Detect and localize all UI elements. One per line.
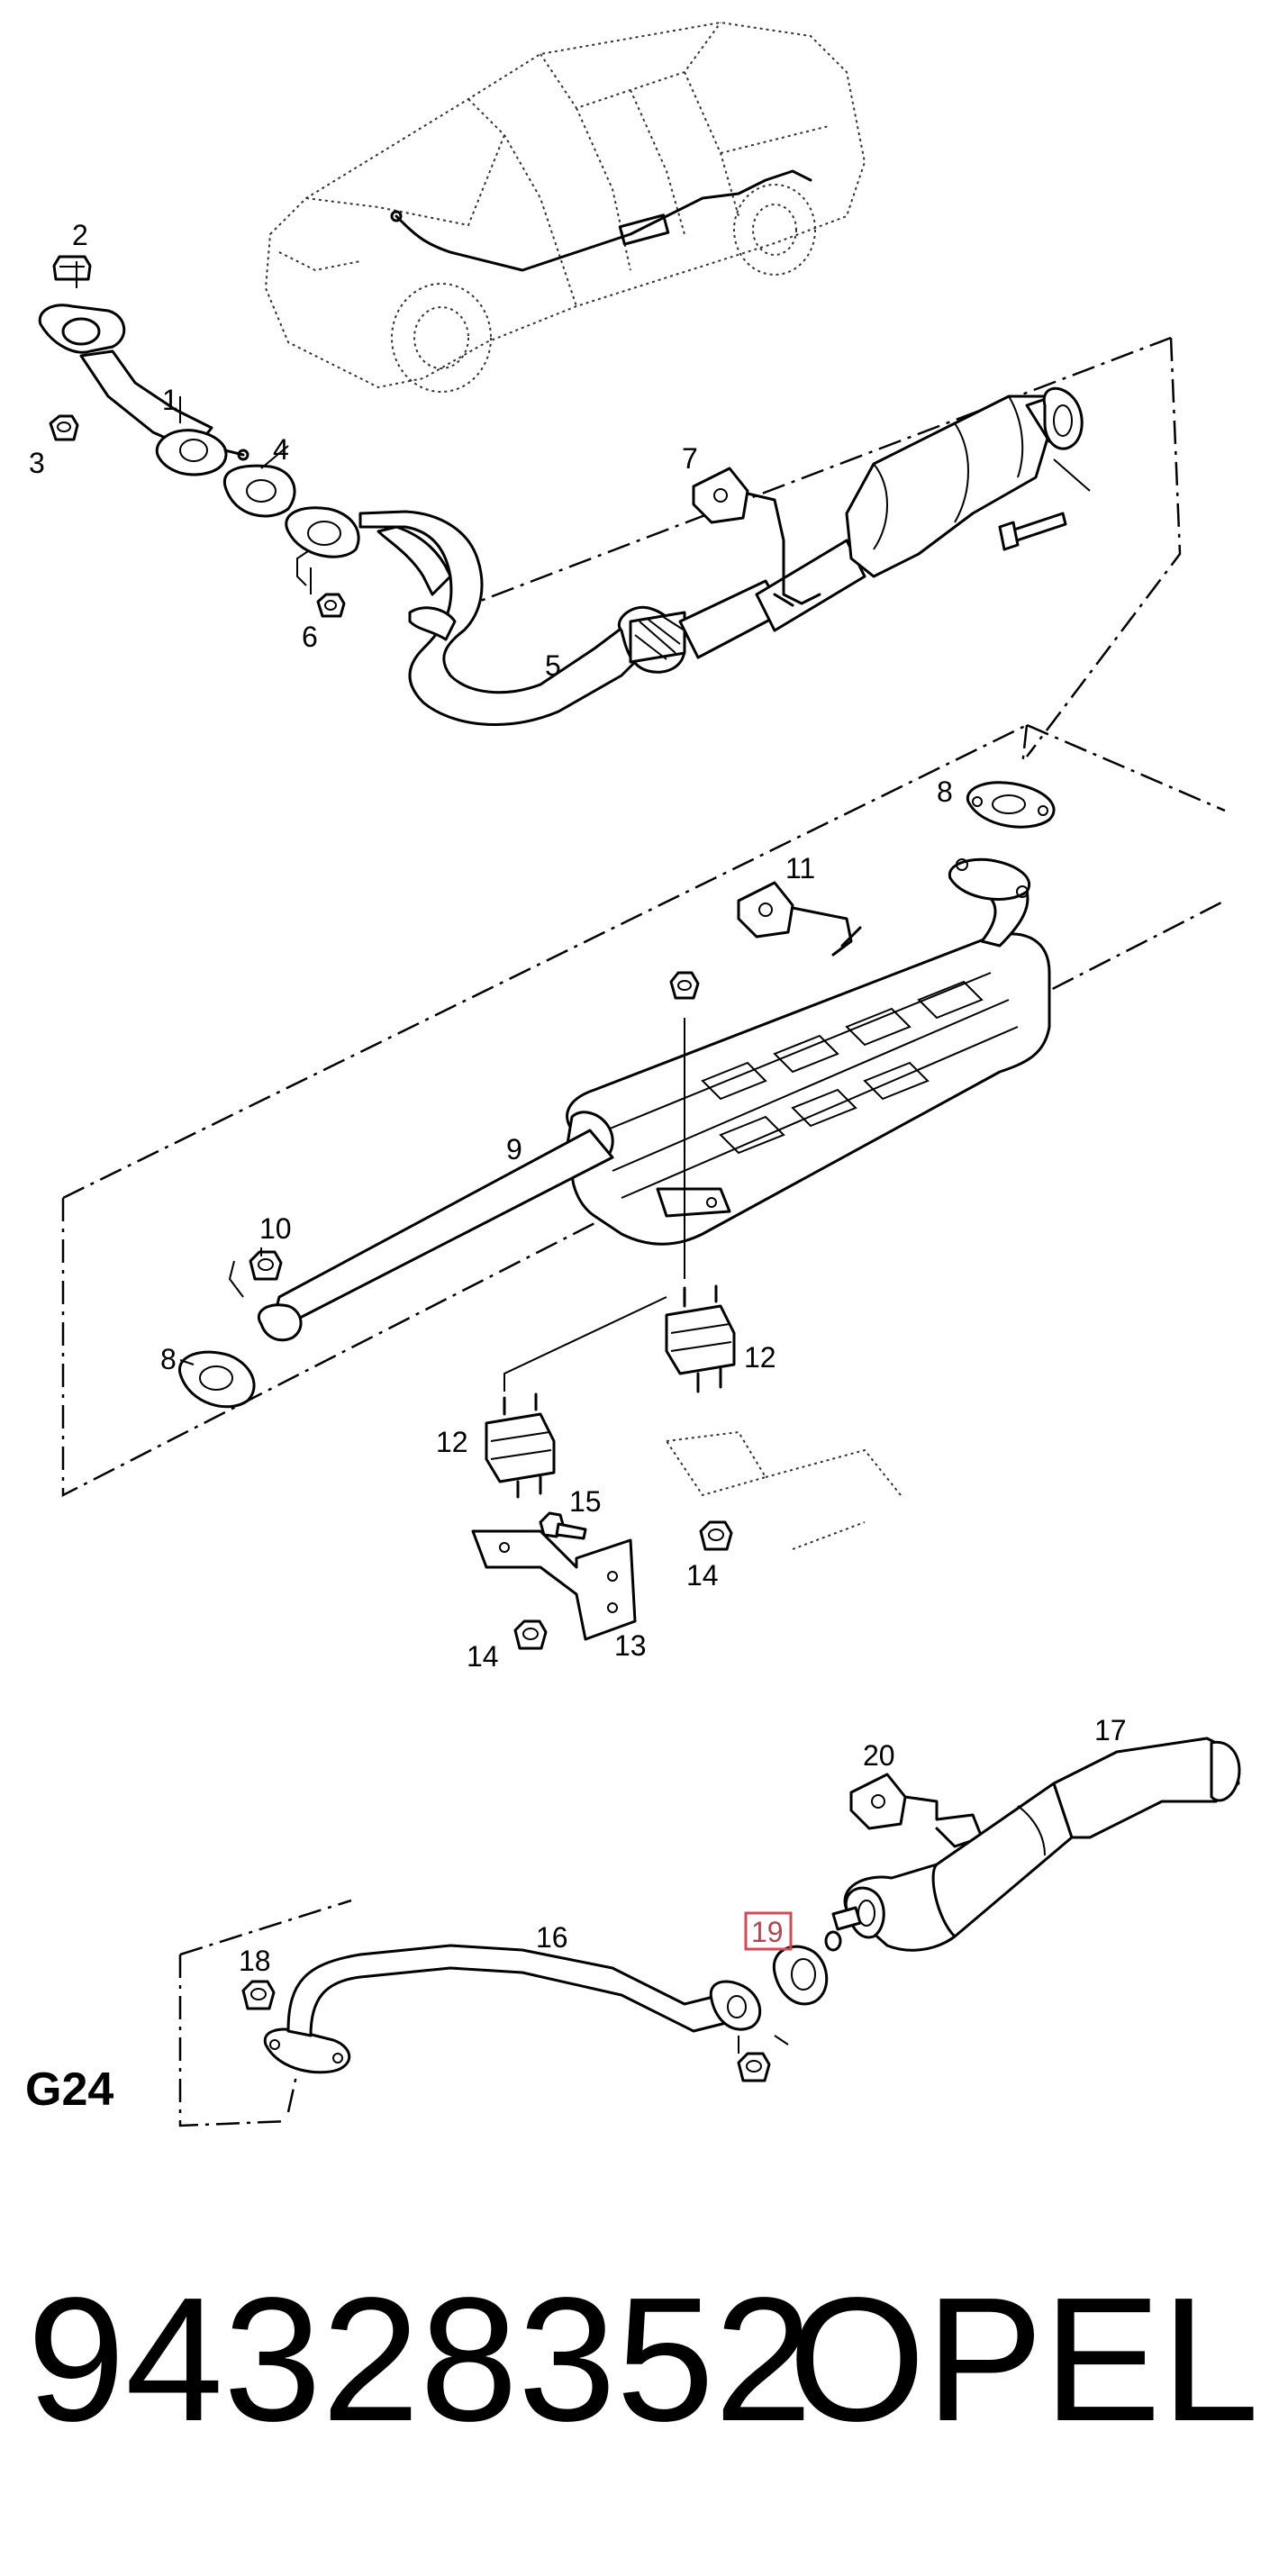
callout-15: 15 xyxy=(569,1485,602,1518)
vehicle-outline xyxy=(264,21,866,393)
brand-name: OPEL xyxy=(788,2261,1259,2458)
part-12-rubber-mount-lower xyxy=(485,1296,667,1499)
callout-1: 1 xyxy=(162,384,178,416)
part-footer: 94328352 OPEL xyxy=(0,2270,1279,2450)
part-10-nut xyxy=(228,1250,283,1298)
rear-group-frame xyxy=(178,1899,352,2127)
callout-9: 9 xyxy=(506,1133,522,1166)
part-2-cap xyxy=(52,255,92,281)
part-20-hanger xyxy=(849,1773,984,1848)
part-14-nut-left xyxy=(513,1619,548,1650)
part-7-hanger xyxy=(692,467,821,607)
part-18-nut xyxy=(241,1980,276,2010)
part-17-rear-muffler xyxy=(831,1737,1241,1952)
callout-20: 20 xyxy=(863,1739,895,1772)
tail-pipe-nut xyxy=(737,2035,789,2082)
callout-12-lower: 12 xyxy=(436,1426,468,1458)
callout-19[interactable]: 19 xyxy=(751,1916,784,1948)
callout-12-upper: 12 xyxy=(744,1341,776,1374)
callout-18: 18 xyxy=(239,1945,271,1977)
callout-6: 6 xyxy=(302,621,318,653)
callout-16: 16 xyxy=(536,1921,568,1954)
callout-19-highlight xyxy=(744,1911,793,1951)
part-5-catalytic-pipe xyxy=(285,386,1091,726)
middle-group-frame xyxy=(61,723,1226,1498)
callout-5: 5 xyxy=(545,649,561,682)
part-3-nut xyxy=(49,414,79,441)
part-14-nut-right xyxy=(699,1520,733,1551)
callout-14-left: 14 xyxy=(467,1640,499,1673)
callout-17: 17 xyxy=(1094,1714,1127,1746)
callout-13: 13 xyxy=(614,1629,647,1662)
callout-4: 4 xyxy=(273,433,289,466)
leader-lines xyxy=(76,261,312,1365)
callout-11: 11 xyxy=(785,852,815,884)
callout-10: 10 xyxy=(259,1212,292,1245)
section-code: G24 xyxy=(25,2064,114,2116)
part-4-gasket xyxy=(222,464,296,518)
part-15-bolt xyxy=(539,1511,587,1540)
front-group-frame xyxy=(413,336,1182,757)
callout-3: 3 xyxy=(29,447,45,479)
callout-8-upper: 8 xyxy=(937,776,953,808)
callout-14-right: 14 xyxy=(686,1559,719,1592)
callout-2: 2 xyxy=(72,219,88,251)
bracket-outline xyxy=(665,1430,902,1550)
part-11-hanger xyxy=(737,881,862,957)
callout-7: 7 xyxy=(682,442,698,475)
part-number: 94328352 xyxy=(27,2261,813,2458)
part-6-nut xyxy=(296,549,346,618)
part-12-rubber-mount-upper xyxy=(665,1284,736,1393)
part-8-gasket-lower xyxy=(178,1350,256,1409)
part-9-center-muffler xyxy=(258,857,1051,1342)
part-19-ring xyxy=(824,1930,842,1952)
part-19-gasket[interactable] xyxy=(772,1945,829,2006)
part-13-bracket xyxy=(471,1529,637,1641)
part-16-tail-pipe xyxy=(263,1944,762,2074)
part-8-gasket-upper xyxy=(966,781,1056,829)
part-1-front-pipe xyxy=(38,304,249,476)
callout-8-lower: 8 xyxy=(160,1343,177,1375)
